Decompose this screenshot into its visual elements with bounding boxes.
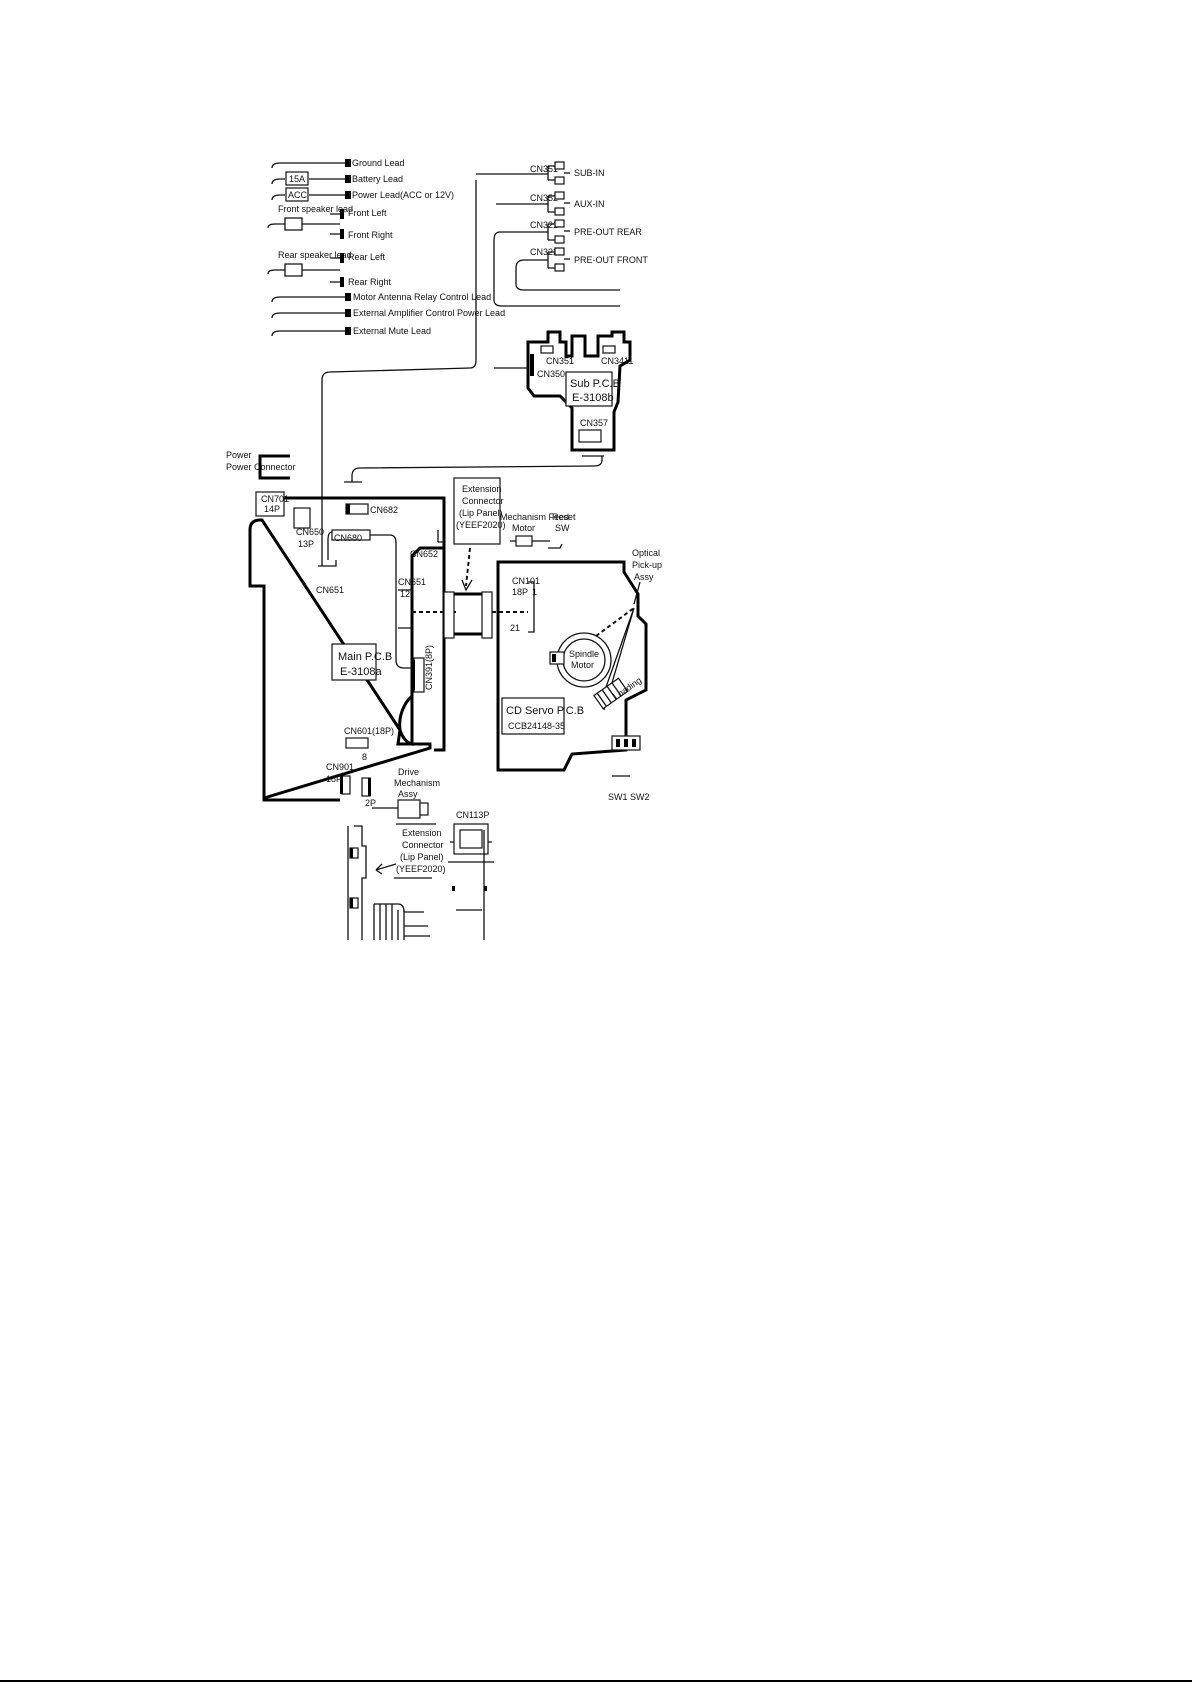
output-connectors: CN351 SUB-IN CN352 AUX-IN CN321 PRE-OUT … (476, 161, 648, 307)
page-bottom-rule (0, 1680, 1192, 1682)
pickup-line3: Assy (634, 572, 654, 582)
pre-out-front-label: PRE-OUT FRONT (574, 255, 648, 265)
cd-servo-pcb: Mechanism Feed Motor Reset SW CN101 18P … (496, 512, 662, 802)
reset-sw-line1: Reset (552, 512, 576, 522)
cn651-pins: 12 (400, 589, 410, 599)
ext-top-line1: Extension (462, 484, 502, 494)
sub-cn-bottom: CN357 (580, 418, 608, 428)
pin-8-label: 8 (362, 752, 367, 762)
extension-connector-top: Extension Connector (Lip Panel) (YEEF202… (443, 477, 528, 639)
pickup-line1: Optical (632, 548, 660, 558)
amp-control-label: External Amplifier Control Power Lead (353, 308, 505, 318)
sub-pcb: CN351 CN3411 CN350 Sub P.C.B E-3108b CN3… (344, 330, 633, 483)
aux-in-label: AUX-IN (574, 199, 605, 209)
cn650-label: CN650 (296, 527, 324, 537)
sub-pcb-title: Sub P.C.B (570, 378, 620, 390)
front-right-label: Front Right (348, 230, 393, 240)
pre-out-rear-label: PRE-OUT REAR (574, 227, 642, 237)
battery-lead-label: Battery Lead (352, 174, 403, 184)
sub-cn-left: CN351 (546, 356, 574, 366)
cn601-label: CN601(18P) (344, 726, 394, 736)
reset-sw-line2: SW (555, 523, 570, 533)
drive-line3: Assy (398, 789, 418, 799)
drive-line2: Mechanism (394, 778, 440, 788)
sub-in-label: SUB-IN (574, 168, 605, 178)
power-lead-label: Power Lead(ACC or 12V) (352, 190, 454, 200)
motor-label: Motor (512, 523, 535, 533)
main-pcb-code: E-3108a (340, 666, 382, 678)
cn701-label: CN701 (261, 494, 289, 504)
cn322-label: CN322 (530, 247, 558, 257)
ground-lead-label: Ground Lead (352, 158, 405, 168)
rear-speaker-group-label: Rear speaker lead (278, 250, 352, 260)
cd-servo-title: CD Servo P.C.B (506, 705, 584, 717)
sw-label: SW1 SW2 (608, 792, 650, 802)
pickup-line2: Pick-up (632, 560, 662, 570)
ext-bottom-line3: (Lip Panel) (400, 852, 444, 862)
ext-bottom-line1: Extension (402, 828, 442, 838)
rear-left-label: Rear Left (348, 252, 386, 262)
sub-cn-right: CN3411 (601, 356, 633, 366)
sub-cn-side: CN350 (537, 369, 565, 379)
mechanism-feed-label: Mechanism Feed (500, 512, 569, 522)
cn-label: CN113P (456, 810, 489, 820)
mute-lead-label: External Mute Lead (353, 326, 431, 336)
cn101-label: CN101 (512, 576, 540, 586)
front-left-label: Front Left (348, 208, 387, 218)
cn651-label: CN651 (398, 577, 426, 587)
wire-harness: Ground Lead 15A Battery Lead ACC Power L… (267, 158, 505, 566)
spindle-line2: Motor (571, 660, 594, 670)
battery-fuse-label: 15A (289, 174, 305, 184)
sub-pcb-code: E-3108b (572, 392, 614, 404)
cn651-left-label: CN651 (316, 585, 344, 595)
cn680-label: CN680 (334, 533, 362, 543)
cn352-label: CN352 (530, 193, 558, 203)
pin-2p-label: 2P (365, 798, 376, 808)
ext-bottom-line4: (YEEF2020) (396, 864, 446, 874)
cn351-label: CN351 (530, 164, 558, 174)
ext-top-line3: (Lip Panel) (459, 508, 503, 518)
main-pcb-title: Main P.C.B (338, 651, 392, 663)
cn701-pins: 14P (264, 504, 280, 514)
drive-line1: Drive (398, 767, 419, 777)
cn901-label: CN901 (326, 762, 354, 772)
acc-fuse-label: ACC (288, 190, 308, 200)
rear-right-label: Rear Right (348, 277, 392, 287)
cn652-label: CN652 (410, 549, 438, 559)
ext-top-line2: Connector (462, 496, 504, 506)
spindle-line1: Spindle (569, 649, 599, 659)
front-speaker-group-label: Front speaker lead (278, 204, 353, 214)
cn101-pins: 18P (512, 587, 528, 597)
cn650-pins: 13P (298, 539, 314, 549)
cn101-pin-21: 21 (510, 623, 520, 633)
power-connector-label-1: Power (226, 450, 252, 460)
main-pcb: Power Power Connector CN701 14P CN650 13… (226, 450, 456, 808)
ext-top-line4: (YEEF2020) (456, 520, 506, 530)
cn321-label: CN321 (530, 220, 558, 230)
cn901-pins: 18P (326, 774, 342, 784)
cn682-label: CN682 (370, 505, 398, 515)
cn391-label: CN391(8P) (424, 645, 434, 690)
cd-servo-code: CCB24148-35 (508, 721, 565, 731)
drive-mechanism: Drive Mechanism Assy Extension Connector… (347, 767, 494, 940)
motor-antenna-label: Motor Antenna Relay Control Lead (353, 292, 491, 302)
ext-bottom-line2: Connector (402, 840, 444, 850)
